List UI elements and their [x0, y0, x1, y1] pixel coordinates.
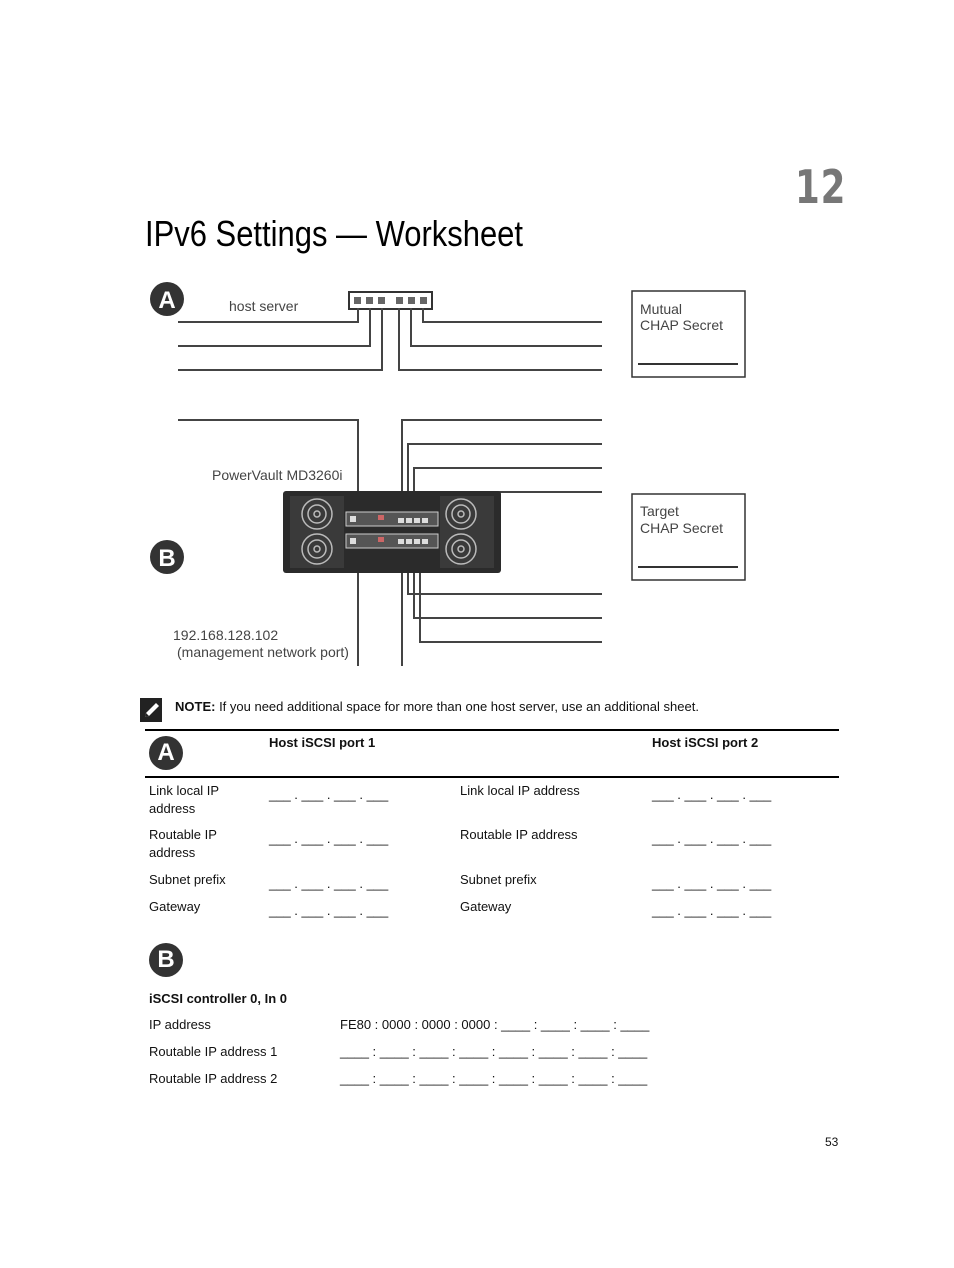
row-label: Link local IP address — [460, 783, 580, 798]
badge-a-text: A — [158, 287, 175, 314]
row-label: Subnet prefix — [149, 872, 226, 887]
row-label: IP address — [149, 1017, 211, 1032]
row-label: Routable IP address 1 — [149, 1044, 278, 1059]
row-label: Gateway — [460, 899, 512, 914]
row-value: ___ . ___ . ___ . ___ — [269, 903, 389, 918]
network-diagram: A host server Mutual CHAP Secret — [150, 282, 746, 666]
row-value: ___ . ___ . ___ . ___ — [652, 831, 772, 846]
switch-icon — [348, 291, 433, 310]
table-row: Link local IP address — [149, 782, 219, 818]
row-value: ___ . ___ . ___ . ___ — [652, 876, 772, 891]
chapter-number: 12 — [795, 160, 847, 214]
mutual-chap-line2: CHAP Secret — [640, 317, 723, 333]
row-label: Subnet prefix — [460, 872, 537, 887]
row-label: Routable IP address — [460, 827, 578, 842]
mutual-chap-box: Mutual CHAP Secret — [631, 290, 746, 378]
row-label: Routable IP address 2 — [149, 1071, 278, 1086]
row-value: FE80 : 0000 : 0000 : 0000 : ____ : ____ … — [340, 1017, 650, 1032]
target-chap-line1: Target — [640, 503, 679, 519]
row-value: ___ . ___ . ___ . ___ — [652, 903, 772, 918]
table-a-col2-header: Host iSCSI port 2 — [652, 735, 759, 750]
mgmt-ip-label: 192.168.128.102 — [173, 627, 278, 643]
row-value: ___ . ___ . ___ . ___ — [269, 831, 389, 846]
host-server-label: host server — [229, 298, 299, 314]
row-value: ___ . ___ . ___ . ___ — [652, 787, 772, 802]
table-b-badge: B — [149, 943, 183, 977]
device-label: PowerVault MD3260i — [212, 467, 342, 483]
table-a-col1-header: Host iSCSI port 1 — [269, 735, 376, 750]
target-chap-line2: CHAP Secret — [640, 520, 723, 536]
row-label: Routable IP — [149, 827, 217, 842]
row-label: Gateway — [149, 899, 201, 914]
table-a-header-rule — [145, 776, 839, 778]
row-value: ___ . ___ . ___ . ___ — [269, 876, 389, 891]
row-value: ___ . ___ . ___ . ___ — [269, 787, 389, 802]
note-pencil-icon — [140, 698, 162, 722]
mgmt-port-label: (management network port) — [177, 644, 349, 660]
note-text: If you need additional space for more th… — [215, 699, 699, 714]
badge-b: B — [150, 540, 184, 574]
page-title: IPv6 Settings — Worksheet — [145, 213, 523, 254]
table-b-section-title: iSCSI controller 0, In 0 — [149, 991, 287, 1006]
row-value: ____ : ____ : ____ : ____ : ____ : ____ … — [340, 1044, 648, 1059]
note: NOTE: If you need additional space for m… — [175, 699, 699, 714]
storage-enclosure-icon — [283, 491, 501, 573]
note-label: NOTE: — [175, 699, 216, 714]
page-number: 53 — [825, 1135, 839, 1149]
host-cables — [178, 308, 602, 371]
row-label: address — [149, 845, 196, 860]
badge-b-text: B — [158, 545, 175, 572]
row-value: ____ : ____ : ____ : ____ : ____ : ____ … — [340, 1071, 648, 1086]
table-row: Routable IP address — [149, 826, 217, 862]
table-a-badge: A — [149, 736, 183, 770]
target-chap-box: Target CHAP Secret — [631, 493, 746, 581]
mutual-chap-line1: Mutual — [640, 301, 682, 317]
table-a-top-rule — [145, 729, 839, 731]
row-label: Link local IP — [149, 783, 220, 798]
row-label: address — [149, 801, 196, 816]
badge-a: A — [150, 282, 184, 316]
